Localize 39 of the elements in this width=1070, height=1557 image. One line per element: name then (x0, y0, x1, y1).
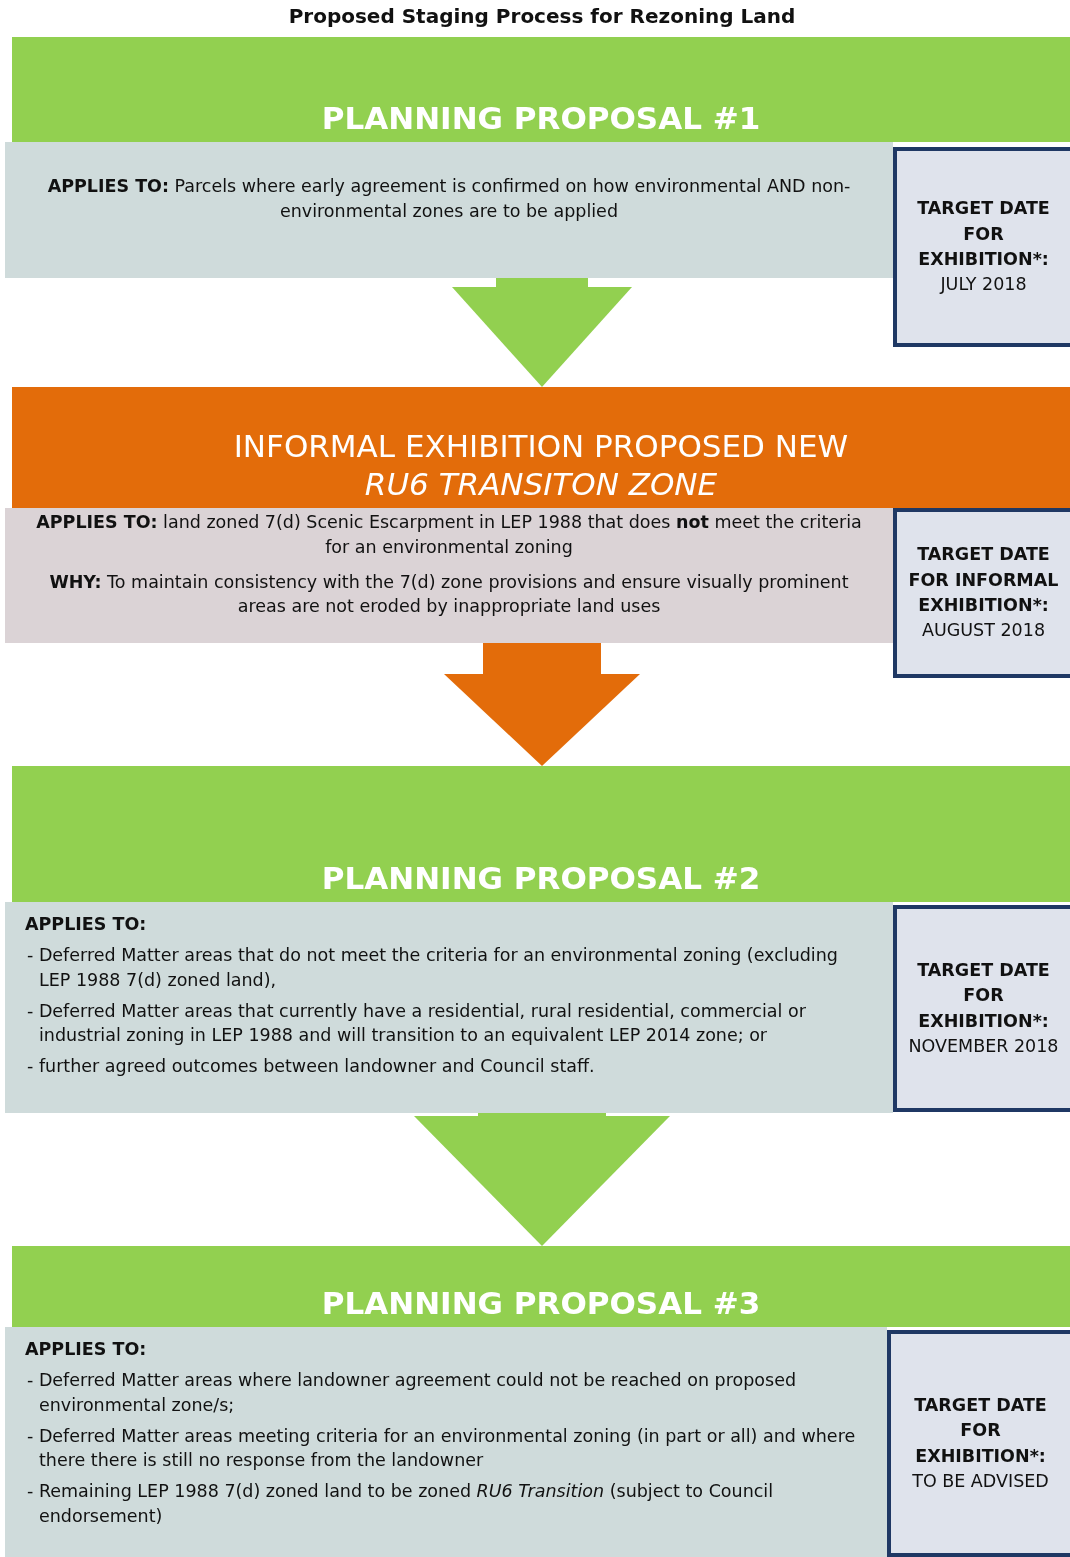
date-label: TARGET DATE FOR EXHIBITION*: (913, 1393, 1048, 1468)
description-text: APPLIES TO: Parcels where early agreement is confirmed on how environmental AND non-environmental zones are to be applied (46, 175, 852, 223)
date-value: TO BE ADVISED (912, 1469, 1049, 1493)
target-date-box (893, 905, 1070, 1112)
stage-heading: PLANNING PROPOSAL #2 (321, 859, 761, 898)
stage-heading: INFORMAL EXHIBITION PROPOSED NEW RU6 TRANSITON ZONE (232, 426, 850, 504)
description-panel (5, 142, 893, 278)
list-item: - Deferred Matter areas that do not meet the criteria for an environmental zoning (excluding LEP 1988 7(d) zoned land), (26, 943, 839, 992)
stage-heading: PLANNING PROPOSAL #1 (321, 99, 761, 138)
description-panel (5, 902, 893, 1113)
date-label: TARGET DATE FOR INFORMAL EXHIBITION*: (907, 543, 1060, 617)
date-label: TARGET DATE FOR EXHIBITION*: (916, 197, 1051, 271)
list-item: - further agreed outcomes between landowner and Council staff. (26, 1055, 596, 1079)
block-arrow (414, 1113, 670, 1246)
date-value: AUGUST 2018 (921, 619, 1045, 643)
date-value: NOVEMBER 2018 (908, 1034, 1059, 1058)
description-panel (5, 508, 893, 643)
description-panel (5, 1327, 887, 1557)
list-item: - Deferred Matter areas meeting criteria for an environmental zoning (in part or all) and where there there is still no response from the landowner (26, 1424, 857, 1473)
stage-banner (12, 37, 1070, 142)
target-date-box (887, 1330, 1070, 1557)
description-text: WHY: To maintain consistency with the 7(d) zone provisions and ensure visually prominent areas are not eroded by inappropriate land uses (48, 570, 850, 619)
target-date-box (893, 147, 1070, 347)
list-item: - Deferred Matter areas that currently have a residential, rural residential, commercial or industrial zoning in LEP 1988 and will transition to an equivalent LEP 2014 zone; or (26, 999, 807, 1048)
list-item: - Deferred Matter areas where landowner agreement could not be reached on proposed environmental zone/s; (26, 1368, 798, 1417)
target-date-box (893, 508, 1070, 678)
date-value: JULY 2018 (940, 273, 1027, 297)
block-arrow (444, 643, 640, 766)
description-text: APPLIES TO: land zoned 7(d) Scenic Escarpment in LEP 1988 that does not meet the criteria for an environmental zoning (35, 510, 863, 559)
stage-heading: PLANNING PROPOSAL #3 (321, 1284, 761, 1323)
stage-banner (12, 1246, 1070, 1327)
list-item: - Remaining LEP 1988 7(d) zoned land to be zoned RU6 Transition (subject to Council endorsement) (26, 1480, 775, 1529)
list-heading: APPLIES TO: (25, 913, 148, 936)
list-heading: APPLIES TO: (25, 1338, 148, 1361)
block-arrow (452, 278, 632, 387)
date-label: TARGET DATE FOR EXHIBITION*: (916, 958, 1051, 1033)
diagram-title: Proposed Staging Process for Rezoning Land (287, 4, 797, 28)
stage-banner (12, 387, 1070, 508)
stage-banner (12, 766, 1070, 902)
